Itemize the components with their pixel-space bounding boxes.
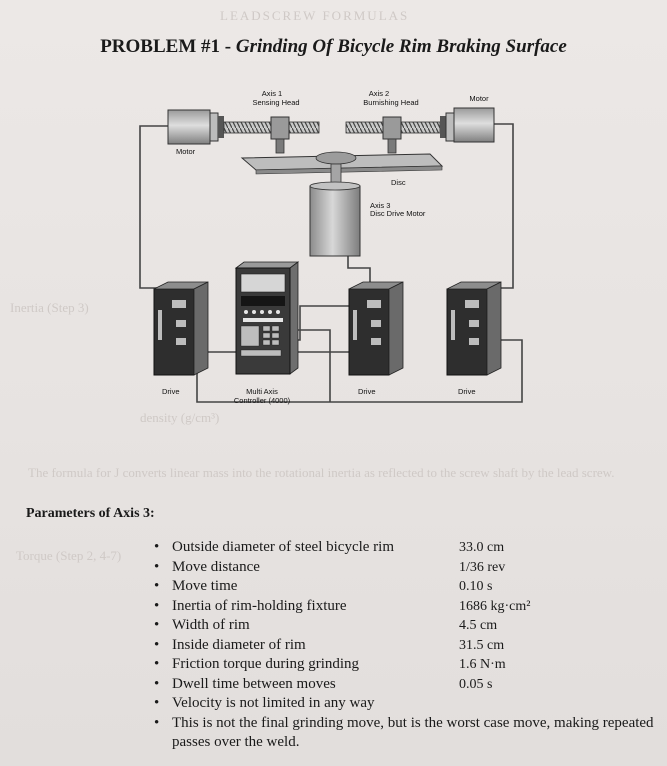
parameter-list: Outside diameter of steel bicycle rim 33.…	[152, 538, 662, 753]
right-drive-label: Drive	[458, 387, 476, 396]
parameter-item: Velocity is not limited in any way	[152, 694, 662, 714]
multi-axis-controller	[234, 261, 300, 375]
parameter-value: 0.05 s	[459, 676, 493, 692]
title-prefix: PROBLEM #1 -	[100, 36, 236, 57]
burnishing-head	[382, 116, 402, 154]
bleed-through-text: The formula for J converts linear mass i…	[28, 465, 615, 480]
bleed-through-text: Inertia (Step 3)	[10, 300, 89, 315]
bleed-through-text: LEADSCREW FORMULAS	[220, 8, 410, 23]
parameter-item: Outside diameter of steel bicycle rim 33.…	[152, 538, 662, 558]
bleed-through-text: density (g/cm³)	[140, 410, 220, 425]
parameter-value: 4.5 cm	[459, 618, 498, 633]
parameter-label: Friction torque during grinding	[172, 656, 360, 672]
parameter-label: Outside diameter of steel bicycle rim	[172, 539, 395, 555]
controller-label: Multi Axis	[246, 387, 278, 396]
left-motor	[167, 109, 224, 145]
axis1-label: Axis 1	[262, 89, 282, 98]
middle-drive	[348, 281, 404, 376]
parameter-value: 0.10 s	[459, 579, 493, 594]
parameter-label: Inside diameter of rim	[172, 636, 306, 653]
disc	[240, 151, 444, 187]
parameter-label: Velocity is not limited in any way	[172, 695, 375, 711]
parameter-value: 1.6 N·m	[459, 657, 506, 672]
right-motor-label: Motor	[469, 94, 489, 103]
parameter-label: Width of rim	[172, 617, 250, 633]
parameter-value: 31.5 cm	[459, 637, 505, 653]
axis1-sub-label: Sensing Head	[252, 98, 299, 107]
middle-drive-label: Drive	[358, 387, 376, 396]
parameter-value: 1686 kg·cm²	[459, 598, 531, 614]
controller-sub-label: Controller (4000)	[234, 396, 291, 405]
parameter-label: Move time	[172, 578, 238, 594]
axis3-label: Axis 3	[370, 201, 390, 210]
left-drive	[153, 281, 209, 376]
axis3-sub-label: Disc Drive Motor	[370, 209, 426, 218]
title-italic: Grinding Of Bicycle Rim Braking Surface	[235, 36, 567, 57]
disc-label: Disc	[391, 178, 406, 187]
left-motor-label: Motor	[176, 147, 196, 156]
system-diagram: Axis 1 Sensing Head Axis 2 Burnishing He…	[139, 89, 523, 405]
parameters-heading: Parameters of Axis 3:	[26, 506, 155, 521]
page-title: PROBLEM #1 - Grinding Of Bicycle Rim Bra…	[0, 36, 667, 58]
parameter-label: Dwell time between moves	[172, 675, 336, 692]
right-drive	[446, 281, 502, 376]
disc-drive-motor	[309, 181, 361, 257]
parameter-item: Width of rim 4.5 cm	[152, 616, 662, 636]
parameter-item: Move distance 1/36 rev	[152, 558, 662, 578]
parameter-item: Friction torque during grinding 1.6 N·m	[152, 655, 662, 675]
right-motor	[440, 107, 495, 143]
axis2-label: Axis 2	[369, 89, 389, 98]
parameter-item: Move time 0.10 s	[152, 577, 662, 597]
parameter-item: Inside diameter of rim 31.5 cm	[152, 636, 662, 656]
bleed-through-text: Torque (Step 2, 4-7)	[16, 548, 122, 563]
parameter-item: Dwell time between moves 0.05 s	[152, 675, 662, 695]
left-drive-label: Drive	[162, 387, 180, 396]
parameter-label: Inertia of rim-holding fixture	[172, 597, 347, 614]
parameter-item: This is not the final grinding move, but…	[152, 714, 662, 753]
axis2-sub-label: Burnishing Head	[363, 98, 418, 107]
parameter-value: 1/36 rev	[459, 559, 506, 575]
sensing-head	[270, 116, 290, 154]
parameter-label: Move distance	[172, 558, 260, 575]
parameter-label: This is not the final grinding move, but…	[172, 714, 654, 751]
parameter-item: Inertia of rim-holding fixture 1686 kg·cm…	[152, 597, 662, 617]
parameter-value: 33.0 cm	[459, 540, 505, 555]
